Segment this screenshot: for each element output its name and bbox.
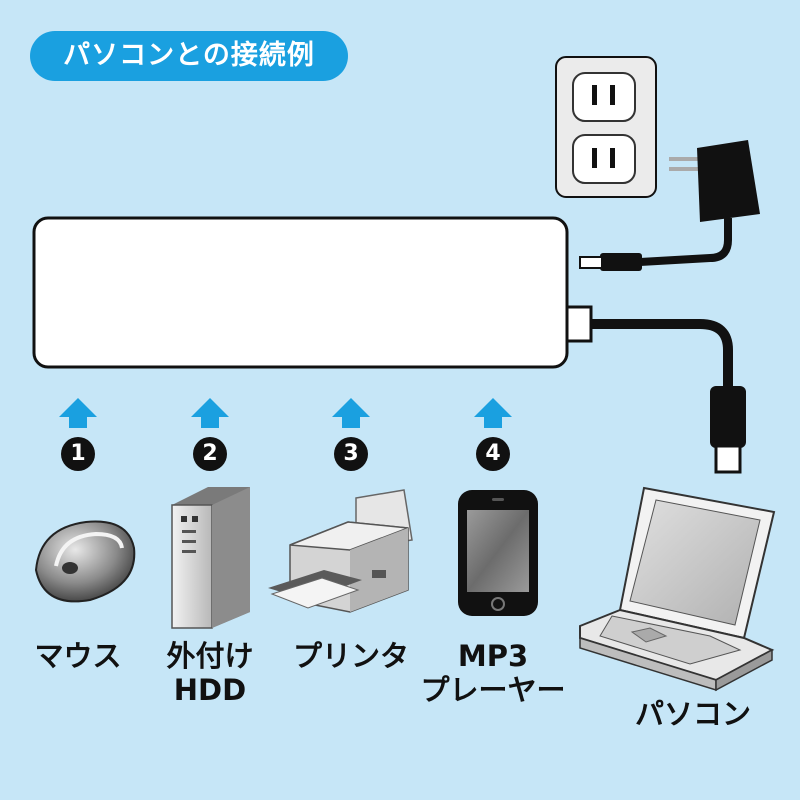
device-number-1: 1	[61, 437, 95, 471]
device-number-4: 4	[476, 437, 510, 471]
laptop-icon	[579, 486, 776, 692]
mp3-label-line2: プレーヤー	[420, 673, 566, 707]
mouse-label: マウス	[34, 639, 122, 673]
arrow-up-icon	[474, 398, 512, 428]
mp3-player-icon	[458, 490, 538, 616]
wall-outlet-icon	[555, 56, 657, 198]
external-hdd-icon	[171, 487, 250, 629]
device-number-3: 3	[334, 437, 368, 471]
hdd-label-line2: HDD	[173, 673, 247, 707]
device-number-2: 2	[193, 437, 227, 471]
arrow-up-icon	[332, 398, 370, 428]
pc-label: パソコン	[634, 697, 751, 731]
page-title: パソコンとの接続例	[30, 31, 348, 81]
mouse-icon	[34, 520, 136, 603]
usb-hub	[32, 216, 569, 369]
ac-adapter-icon	[579, 140, 760, 271]
printer-icon	[268, 489, 413, 613]
mp3-label-line1: MP3	[457, 639, 529, 673]
hdd-label-line1: 外付け	[166, 639, 254, 673]
printer-label: プリンタ	[292, 639, 409, 673]
arrow-up-icon	[191, 398, 229, 428]
usb-cable-icon	[565, 305, 746, 474]
arrow-up-icon	[59, 398, 97, 428]
